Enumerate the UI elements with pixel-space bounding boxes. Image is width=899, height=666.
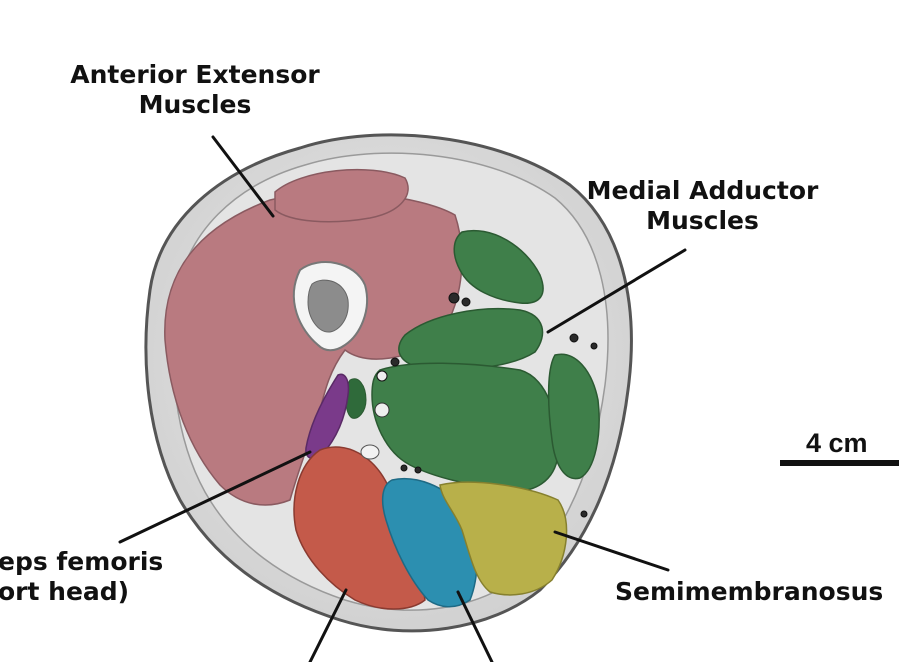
label-semimembranosus: Semimembranosus — [615, 577, 883, 607]
label-medial-adductor: Medial Adductor Muscles — [565, 176, 840, 236]
vessel-mark — [377, 371, 387, 381]
vessel-mark — [591, 343, 597, 349]
label-anterior-extensor: Anterior Extensor Muscles — [55, 60, 335, 120]
vessel-mark — [415, 467, 421, 473]
label-biceps-femoris-short: eps femoris ort head) — [0, 547, 163, 607]
label-biceps-line-1: eps femoris — [0, 547, 163, 577]
vessel-mark — [581, 511, 587, 517]
vessel-mark — [375, 403, 389, 417]
label-medial-line-2: Muscles — [565, 206, 840, 236]
label-anterior-line-1: Anterior Extensor — [55, 60, 335, 90]
vessel-mark — [462, 298, 470, 306]
label-anterior-line-2: Muscles — [55, 90, 335, 120]
sciatic-nerve — [361, 445, 379, 459]
vessel-mark — [391, 358, 399, 366]
vessel-mark — [449, 293, 459, 303]
vessel-mark — [401, 465, 407, 471]
label-biceps-line-2: ort head) — [0, 577, 163, 607]
vessel-mark — [570, 334, 578, 342]
label-medial-line-1: Medial Adductor — [565, 176, 840, 206]
scale-bar-label: 4 cm — [806, 428, 868, 459]
